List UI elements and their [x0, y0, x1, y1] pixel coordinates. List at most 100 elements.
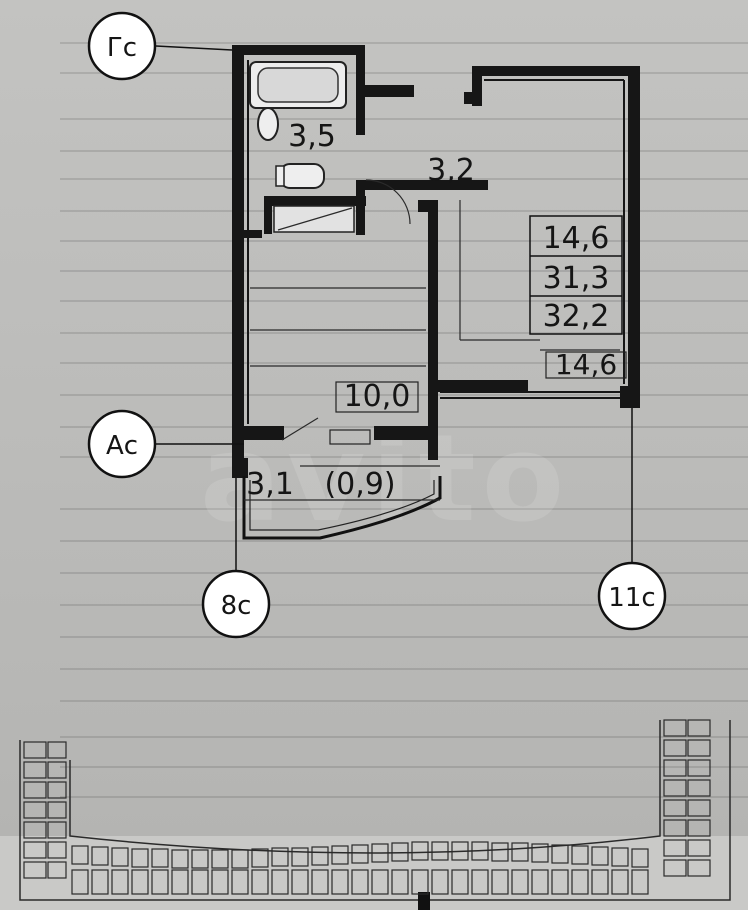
wall-corridor-top	[358, 180, 488, 190]
site-plan-building-block	[291, 869, 309, 895]
room-area-corridor: 3,2	[427, 153, 475, 188]
site-plan-building-block	[251, 869, 269, 895]
background-text-line	[60, 178, 748, 180]
site-plan-building-block	[23, 841, 47, 859]
site-plan-building-block	[591, 846, 609, 866]
site-plan-building-block	[47, 761, 67, 779]
site-plan-building-block	[71, 869, 89, 895]
site-plan-building-block	[551, 844, 569, 864]
site-plan-building-block	[191, 849, 209, 869]
site-plan-building-block	[111, 847, 129, 867]
site-plan-building-block	[451, 869, 469, 895]
area-summary-box	[529, 215, 623, 335]
site-plan-building-block	[511, 842, 529, 862]
site-plan-building-block	[331, 869, 349, 895]
background-text-line	[60, 300, 748, 302]
room-area-kitchen: 10,0	[344, 379, 411, 414]
site-plan-building-block	[591, 869, 609, 895]
bathroom-fixtures	[249, 61, 411, 233]
site-plan-building-block	[211, 849, 229, 869]
background-text-line	[60, 118, 748, 120]
site-plan-building-block	[371, 843, 389, 863]
site-plan-building-block	[23, 821, 47, 839]
wall-living-left-upper	[472, 66, 482, 106]
site-plan-building-block	[491, 842, 509, 862]
wall-living-top	[472, 66, 640, 76]
background-text-line	[60, 736, 748, 738]
axis-circle-as	[87, 409, 157, 479]
site-plan-building-block	[211, 869, 229, 895]
site-plan-building-block	[47, 861, 67, 879]
background-text-line	[60, 604, 748, 606]
background-text-line	[60, 572, 748, 574]
axis-label-gs: Гс	[107, 33, 137, 63]
site-plan-building-block	[531, 869, 549, 895]
wall-living-right	[628, 66, 640, 406]
background-text-line	[60, 394, 748, 396]
background-text-line	[60, 270, 748, 272]
site-plan-building-block	[91, 869, 109, 895]
kitchen-label-box	[335, 381, 419, 413]
site-plan-building-block	[611, 869, 629, 895]
cabinet-diagonal	[277, 207, 353, 231]
axis-label-11s: 11с	[608, 583, 655, 613]
room-area-balcony: 3,1	[246, 467, 294, 502]
background-text-line	[60, 456, 748, 458]
site-plan-building-block	[23, 781, 47, 799]
background-text-line	[60, 72, 748, 74]
site-plan-building-block	[191, 869, 209, 895]
axis-11s: 11с	[597, 561, 667, 631]
background-text-line	[60, 508, 748, 510]
site-plan-building-block	[151, 848, 169, 868]
site-plan-building-block	[71, 845, 89, 865]
balcony-inner-outline	[249, 480, 435, 531]
site-plan-building-block	[687, 799, 711, 817]
site-plan-building-block	[291, 847, 309, 867]
wall-bath-right-lower	[356, 180, 365, 235]
site-plan-building-block	[687, 719, 711, 737]
axis-gs: Гс	[87, 11, 157, 81]
background-text-line	[60, 796, 748, 798]
site-plan-highlight	[418, 892, 430, 910]
site-plan-building-block	[271, 869, 289, 895]
room-area-living: 14,6	[555, 348, 617, 381]
site-plan-building-block	[411, 841, 429, 861]
site-plan-building-block	[663, 819, 687, 837]
site-plan-building-block	[91, 846, 109, 866]
site-plan-building-block	[351, 844, 369, 864]
background-text-line	[60, 362, 748, 364]
site-plan-building-block	[131, 848, 149, 868]
site-plan-building-block	[511, 869, 529, 895]
site-plan-building-block	[171, 849, 189, 869]
background-text-line	[60, 700, 748, 702]
site-plan-building-block	[687, 859, 711, 877]
site-plan-building-block	[251, 848, 269, 868]
site-plan-building-block	[471, 869, 489, 895]
wall-bath-notch	[356, 85, 414, 97]
living-elements	[459, 200, 627, 379]
background-text-line	[60, 766, 748, 768]
axis-circle-gs	[87, 11, 157, 81]
site-plan-building-block	[151, 869, 169, 895]
toilet	[279, 163, 325, 189]
site-plan-building-block	[23, 801, 47, 819]
axis-8s: 8с	[201, 569, 271, 639]
wall-living-notch	[464, 92, 482, 104]
site-plan-building-block	[171, 869, 189, 895]
balcony-door	[329, 429, 371, 445]
background-text-line	[60, 240, 748, 242]
site-plan-building-block	[663, 799, 687, 817]
site-plan-building-block	[663, 719, 687, 737]
site-plan-building-block	[663, 759, 687, 777]
site-plan-building-block	[687, 779, 711, 797]
site-plan-building-block	[687, 839, 711, 857]
kitchen-elements	[250, 287, 426, 445]
site-plan-building-block	[47, 801, 67, 819]
bathtub-inner	[257, 67, 339, 103]
toilet-tank	[275, 165, 285, 187]
site-plan-building-block	[431, 869, 449, 895]
wall-corner-stub	[232, 458, 248, 478]
wall-bath-partition-left	[264, 196, 272, 234]
site-plan-building-block	[371, 869, 389, 895]
axis-circle-11s	[597, 561, 667, 631]
